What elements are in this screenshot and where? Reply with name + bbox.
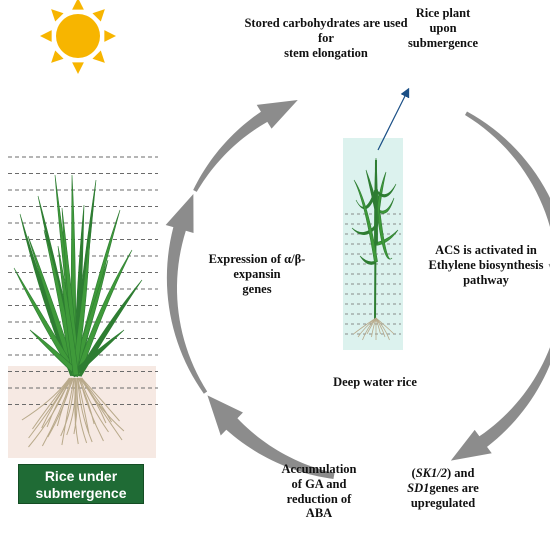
root-strand: [21, 377, 70, 421]
rice-leaf: [74, 249, 133, 377]
root-strand: [73, 377, 78, 435]
root-strand: [76, 377, 88, 444]
sun-ray: [40, 30, 52, 42]
curved-arrow-icon: [193, 100, 298, 192]
root-strand: [66, 377, 76, 436]
sun-ray: [51, 9, 64, 22]
rice-leaf: [27, 235, 78, 377]
root-strand: [77, 377, 93, 443]
step-genes-upregulated: (SK1/2) and SD1genes are upregulated: [407, 466, 479, 510]
caption-line-2: submergence: [35, 485, 127, 501]
root-strand: [46, 377, 73, 428]
sun-ray: [104, 30, 116, 42]
deep-water-rice-inset: [343, 87, 410, 350]
root-strand: [61, 377, 75, 446]
submerged-rice-illustration: [8, 156, 158, 458]
inset-root: [375, 317, 395, 335]
inset-root: [375, 317, 381, 335]
sun-ray: [92, 50, 105, 63]
curved-arrow-icon: [207, 395, 335, 479]
rice-leaf: [57, 245, 79, 376]
curved-arrow-icon: [165, 194, 208, 394]
root-strand: [41, 377, 73, 447]
root-strand: [81, 377, 120, 422]
step-stored-carbohydrates: Stored carbohydrates are used for stem e…: [244, 16, 408, 60]
root-strand: [78, 377, 104, 442]
rice-leaf: [374, 197, 395, 214]
sun-icon: [40, 0, 116, 74]
deep-water-rice-label: Deep water rice: [333, 375, 417, 389]
root-strand: [79, 377, 109, 433]
sun-ray: [72, 62, 84, 74]
root-strand: [56, 377, 75, 427]
cycle-arrows: [165, 100, 550, 479]
step-accumulation-ga: Accumulation of GA and reduction of ABA: [281, 462, 357, 521]
inset-root: [366, 317, 377, 335]
curved-arrow-icon: [465, 111, 550, 268]
step-expansin-expression: Expression of α/β-expansin genes: [208, 252, 306, 296]
root-strand: [28, 377, 71, 439]
sun-ray: [51, 50, 64, 63]
rice-leaf: [70, 329, 125, 378]
sun-ray: [72, 0, 84, 10]
rice-leaf: [353, 179, 378, 263]
rice-leaf: [13, 267, 79, 377]
rice-leaf: [71, 229, 91, 376]
rice-leaf: [375, 183, 397, 198]
step-rice-plant-upon-submergence: Rice plant upon submergence: [407, 6, 479, 50]
rice-leaf: [359, 255, 378, 265]
deep-water-rice-plant-icon: [351, 157, 399, 341]
sun-ray: [92, 9, 105, 22]
inset-root: [371, 317, 377, 338]
root-strand: [79, 377, 107, 424]
thin-pointer-arrow: [377, 87, 410, 151]
step-acs-activated: ACS is activated in Ethylene biosynthesi…: [428, 243, 544, 287]
rice-plant-icon: [13, 174, 143, 378]
rice-roots: [21, 377, 125, 448]
root-strand: [81, 377, 123, 441]
root-strand: [60, 377, 75, 437]
curved-arrow-icon: [450, 347, 550, 461]
caption-line-1: Rice under: [44, 468, 118, 484]
rice-leaf: [29, 329, 82, 378]
sk12-term: SK1/2: [415, 466, 447, 480]
rice-leaf: [374, 157, 378, 245]
root-strand: [41, 377, 73, 429]
sd1-term: SD1: [407, 480, 430, 495]
caption-box: Rice under submergence: [18, 464, 144, 504]
